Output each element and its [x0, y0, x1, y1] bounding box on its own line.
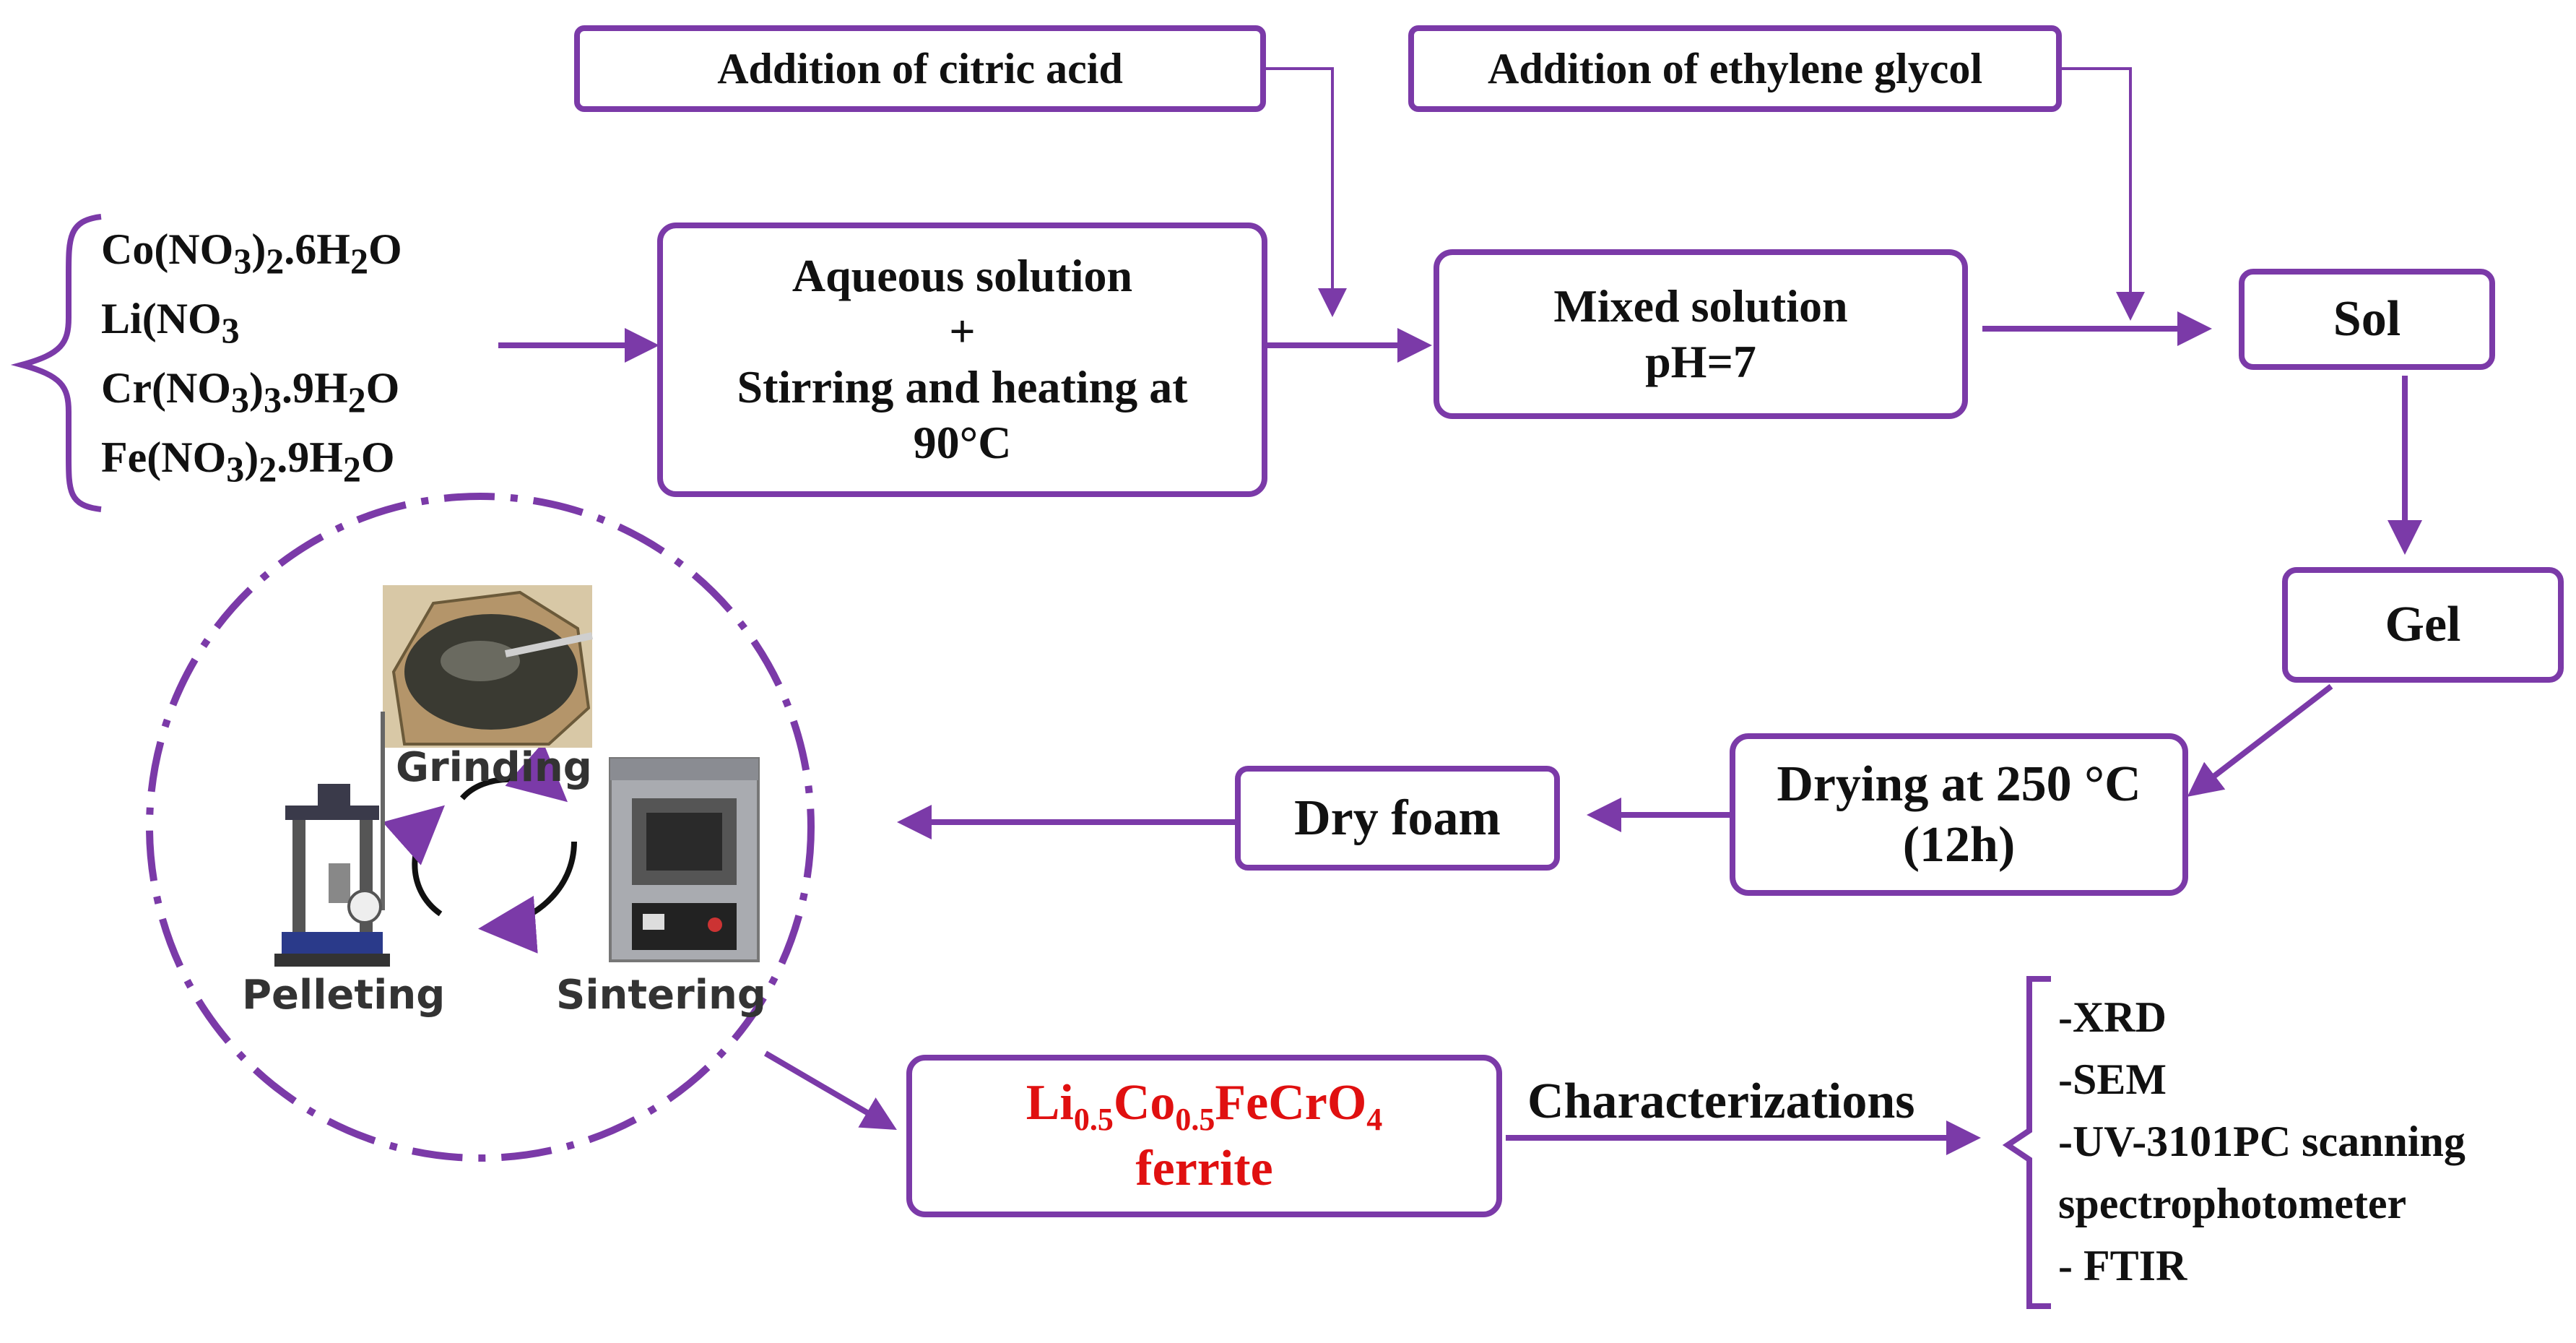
arrow-cycle-to-product	[763, 1050, 897, 1131]
arrow-gel-to-drying	[2187, 683, 2333, 797]
product-ferrite: ferrite	[1135, 1141, 1273, 1197]
characterizations-brace	[2002, 976, 2051, 1309]
mixed-line2: pH=7	[1645, 335, 1756, 387]
pelleting-label: Pelleting	[242, 972, 446, 1019]
product-box: Li0.5Co0.5FeCrO4 ferrite	[906, 1055, 1502, 1217]
sol-label: Sol	[2333, 291, 2401, 347]
gel-box: Gel	[2282, 567, 2564, 683]
characterizations-label: Characterizations	[1527, 1074, 1915, 1129]
reagent-item: Fe(NO3)2.9H2O	[101, 433, 395, 489]
press-photo	[274, 712, 390, 967]
aqueous-line4: 90°C	[913, 416, 1012, 468]
ethylene-glycol-label: Addition of ethylene glycol	[1488, 45, 1982, 92]
aqueous-solution-box: Aqueous solution + Stirring and heating …	[657, 223, 1267, 497]
grinding-label: Grinding	[396, 744, 592, 791]
drying-line1: Drying at 250 °C	[1777, 756, 2141, 812]
mixed-line1: Mixed solution	[1553, 280, 1848, 332]
arrow-citric-acid	[1262, 67, 1347, 317]
ethylene-glycol-box: Addition of ethylene glycol	[1408, 25, 2062, 112]
characterization-item: -UV-3101PC scanning	[2058, 1118, 2466, 1165]
gel-label: Gel	[2385, 597, 2461, 652]
drying-line2: (12h)	[1902, 816, 2016, 873]
aqueous-line3: Stirring and heating at	[737, 361, 1188, 413]
reagents-list: Co(NO3)2.6H2O Li(NO3 Cr(NO3)3.9H2O Fe(NO…	[101, 220, 402, 498]
dry-foam-label: Dry foam	[1294, 790, 1501, 846]
arrow-ethylene-glycol	[2060, 67, 2145, 321]
mixed-solution-box: Mixed solution pH=7	[1434, 249, 1968, 419]
grinding-photo	[383, 585, 594, 748]
aqueous-line1: Aqueous solution	[792, 250, 1133, 302]
furnace-photo	[609, 757, 760, 962]
citric-acid-box: Addition of citric acid	[574, 25, 1266, 112]
reagent-item: Cr(NO3)3.9H2O	[101, 364, 400, 420]
sol-box: Sol	[2239, 269, 2495, 370]
processing-cycle-circle	[146, 493, 815, 1162]
product-formula: Li0.5Co0.5FeCrO4	[1025, 1074, 1383, 1137]
dry-foam-box: Dry foam	[1235, 766, 1560, 871]
cycle-arrows-icon	[382, 742, 577, 954]
characterization-item: spectrophotometer	[2058, 1180, 2407, 1227]
characterization-item: -XRD	[2058, 993, 2167, 1041]
reagent-item: Co(NO3)2.6H2O	[101, 225, 402, 281]
characterization-item: - FTIR	[2058, 1242, 2187, 1290]
reagent-item: Li(NO3	[101, 295, 240, 350]
reagents-brace	[10, 214, 102, 512]
characterization-item: -SEM	[2058, 1055, 2167, 1103]
drying-box: Drying at 250 °C (12h)	[1730, 733, 2188, 896]
characterizations-list: -XRD -SEM -UV-3101PC scanning spectropho…	[2058, 986, 2466, 1297]
sintering-label: Sintering	[556, 972, 766, 1019]
aqueous-line2: +	[949, 306, 976, 358]
citric-acid-label: Addition of citric acid	[717, 45, 1123, 92]
